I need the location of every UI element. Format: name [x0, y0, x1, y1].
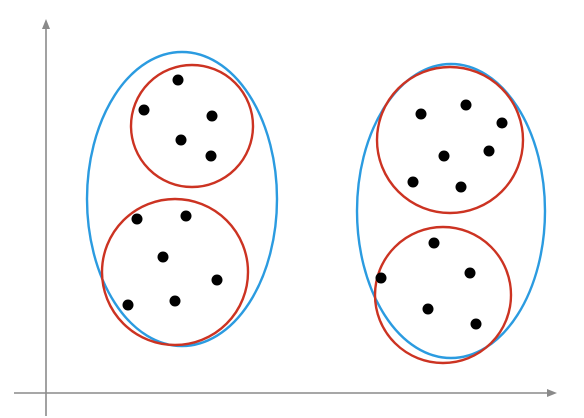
data-point	[122, 299, 134, 311]
inner-cluster-circle	[129, 63, 255, 189]
data-point	[180, 210, 192, 222]
data-point	[483, 145, 495, 157]
right-top-subcluster	[375, 65, 525, 215]
data-point	[415, 108, 427, 120]
outer-cluster-ellipse	[355, 62, 547, 360]
inner-cluster-circle	[373, 225, 513, 365]
data-point	[138, 104, 150, 116]
data-point	[206, 110, 218, 122]
data-point	[375, 272, 387, 284]
data-point	[460, 99, 472, 111]
right-bottom-subcluster	[373, 225, 513, 365]
data-point	[407, 176, 419, 188]
data-point	[438, 150, 450, 162]
data-point	[131, 213, 143, 225]
data-point	[470, 318, 482, 330]
data-point	[157, 251, 169, 263]
left-cluster	[85, 50, 279, 348]
data-point	[496, 117, 508, 129]
data-point	[205, 150, 217, 162]
left-bottom-subcluster	[100, 197, 250, 347]
data-point	[464, 267, 476, 279]
data-point	[211, 274, 223, 286]
inner-cluster-circle	[375, 65, 525, 215]
outer-cluster-ellipse	[85, 50, 279, 348]
data-point	[422, 303, 434, 315]
data-point	[175, 134, 187, 146]
data-point	[169, 295, 181, 307]
data-point	[428, 237, 440, 249]
data-point	[455, 181, 467, 193]
inner-cluster-circle	[100, 197, 250, 347]
left-top-subcluster	[129, 63, 255, 189]
right-cluster	[355, 62, 547, 365]
data-point	[172, 74, 184, 86]
